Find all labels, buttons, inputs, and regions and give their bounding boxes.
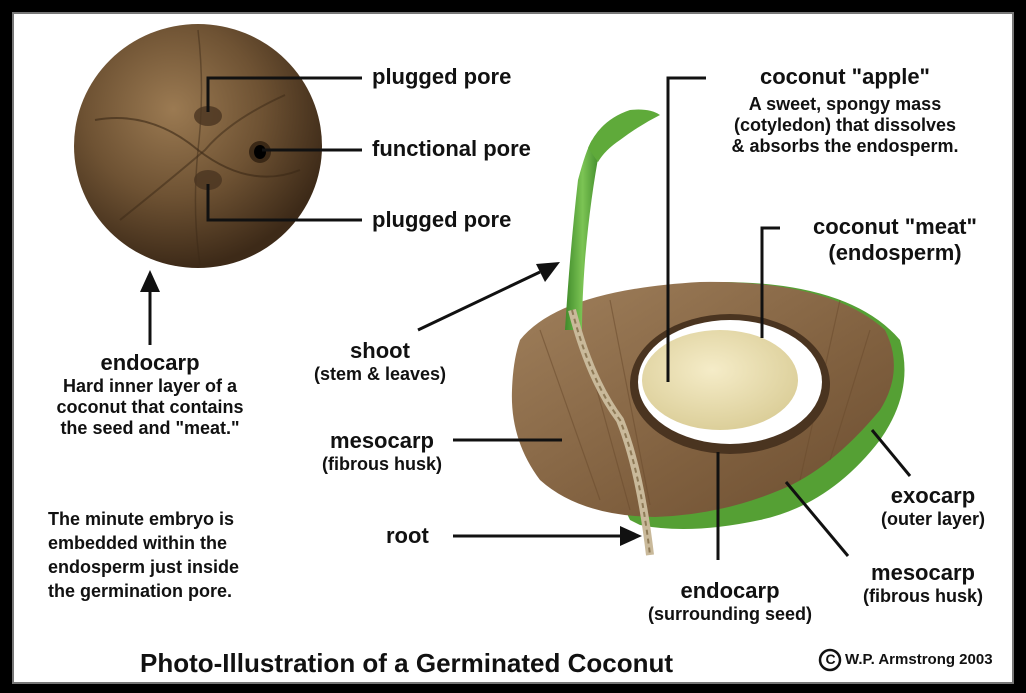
coconut-meat-title: coconut "meat" xyxy=(790,214,1000,240)
arrow-shoot xyxy=(418,262,560,330)
coconut-apple-desc-3: & absorbs the endosperm. xyxy=(680,136,1010,157)
embryo-note-3: endosperm just inside xyxy=(48,555,239,579)
endocarp-bottom-title: endocarp xyxy=(620,578,840,604)
mesocarp-left-title: mesocarp xyxy=(292,428,472,454)
coconut-apple-desc-2: (cotyledon) that dissolves xyxy=(680,115,1010,136)
shoot-title: shoot xyxy=(290,338,470,364)
germinated-coconut-section xyxy=(512,110,905,555)
coconut-apple-title: coconut "apple" xyxy=(680,64,1010,90)
arrow-endocarp-left xyxy=(140,270,160,345)
embryo-note-1: The minute embryo is xyxy=(48,507,239,531)
endocarp-left-block: endocarp Hard inner layer of a coconut t… xyxy=(30,350,270,439)
label-functional-pore: functional pore xyxy=(372,136,531,162)
endocarp-left-desc-3: the seed and "meat." xyxy=(30,418,270,439)
exocarp-title: exocarp xyxy=(858,483,1008,509)
label-root: root xyxy=(386,523,429,549)
embryo-note: The minute embryo is embedded within the… xyxy=(48,507,239,603)
endocarp-bottom-block: endocarp (surrounding seed) xyxy=(620,578,840,625)
endocarp-left-desc-2: coconut that contains xyxy=(30,397,270,418)
exocarp-block: exocarp (outer layer) xyxy=(858,483,1008,530)
endocarp-left-desc-1: Hard inner layer of a xyxy=(30,376,270,397)
mesocarp-right-sub: (fibrous husk) xyxy=(838,586,1008,607)
coconut-meat-block: coconut "meat" (endosperm) xyxy=(790,214,1000,266)
coconut-apple-block: coconut "apple" A sweet, spongy mass (co… xyxy=(680,64,1010,157)
coconut-apple-desc-1: A sweet, spongy mass xyxy=(680,94,1010,115)
shoot-block: shoot (stem & leaves) xyxy=(290,338,470,385)
copyright-symbol: C xyxy=(824,651,837,667)
arrow-root xyxy=(453,526,642,546)
label-plugged-pore-top: plugged pore xyxy=(372,64,511,90)
endocarp-bottom-sub: (surrounding seed) xyxy=(620,604,840,625)
mesocarp-left-sub: (fibrous husk) xyxy=(292,454,472,475)
exocarp-sub: (outer layer) xyxy=(858,509,1008,530)
label-plugged-pore-bottom: plugged pore xyxy=(372,207,511,233)
mesocarp-right-title: mesocarp xyxy=(838,560,1008,586)
embryo-note-2: embedded within the xyxy=(48,531,239,555)
embryo-note-4: the germination pore. xyxy=(48,579,239,603)
figure-caption: Photo-Illustration of a Germinated Cocon… xyxy=(140,648,673,679)
coconut-meat-sub: (endosperm) xyxy=(790,240,1000,266)
endocarp-left-title: endocarp xyxy=(30,350,270,376)
credit-text: W.P. Armstrong 2003 xyxy=(845,651,993,668)
mesocarp-left-block: mesocarp (fibrous husk) xyxy=(292,428,472,475)
mesocarp-right-block: mesocarp (fibrous husk) xyxy=(838,560,1008,607)
shoot-sub: (stem & leaves) xyxy=(290,364,470,385)
whole-coconut-endocarp xyxy=(74,24,322,268)
